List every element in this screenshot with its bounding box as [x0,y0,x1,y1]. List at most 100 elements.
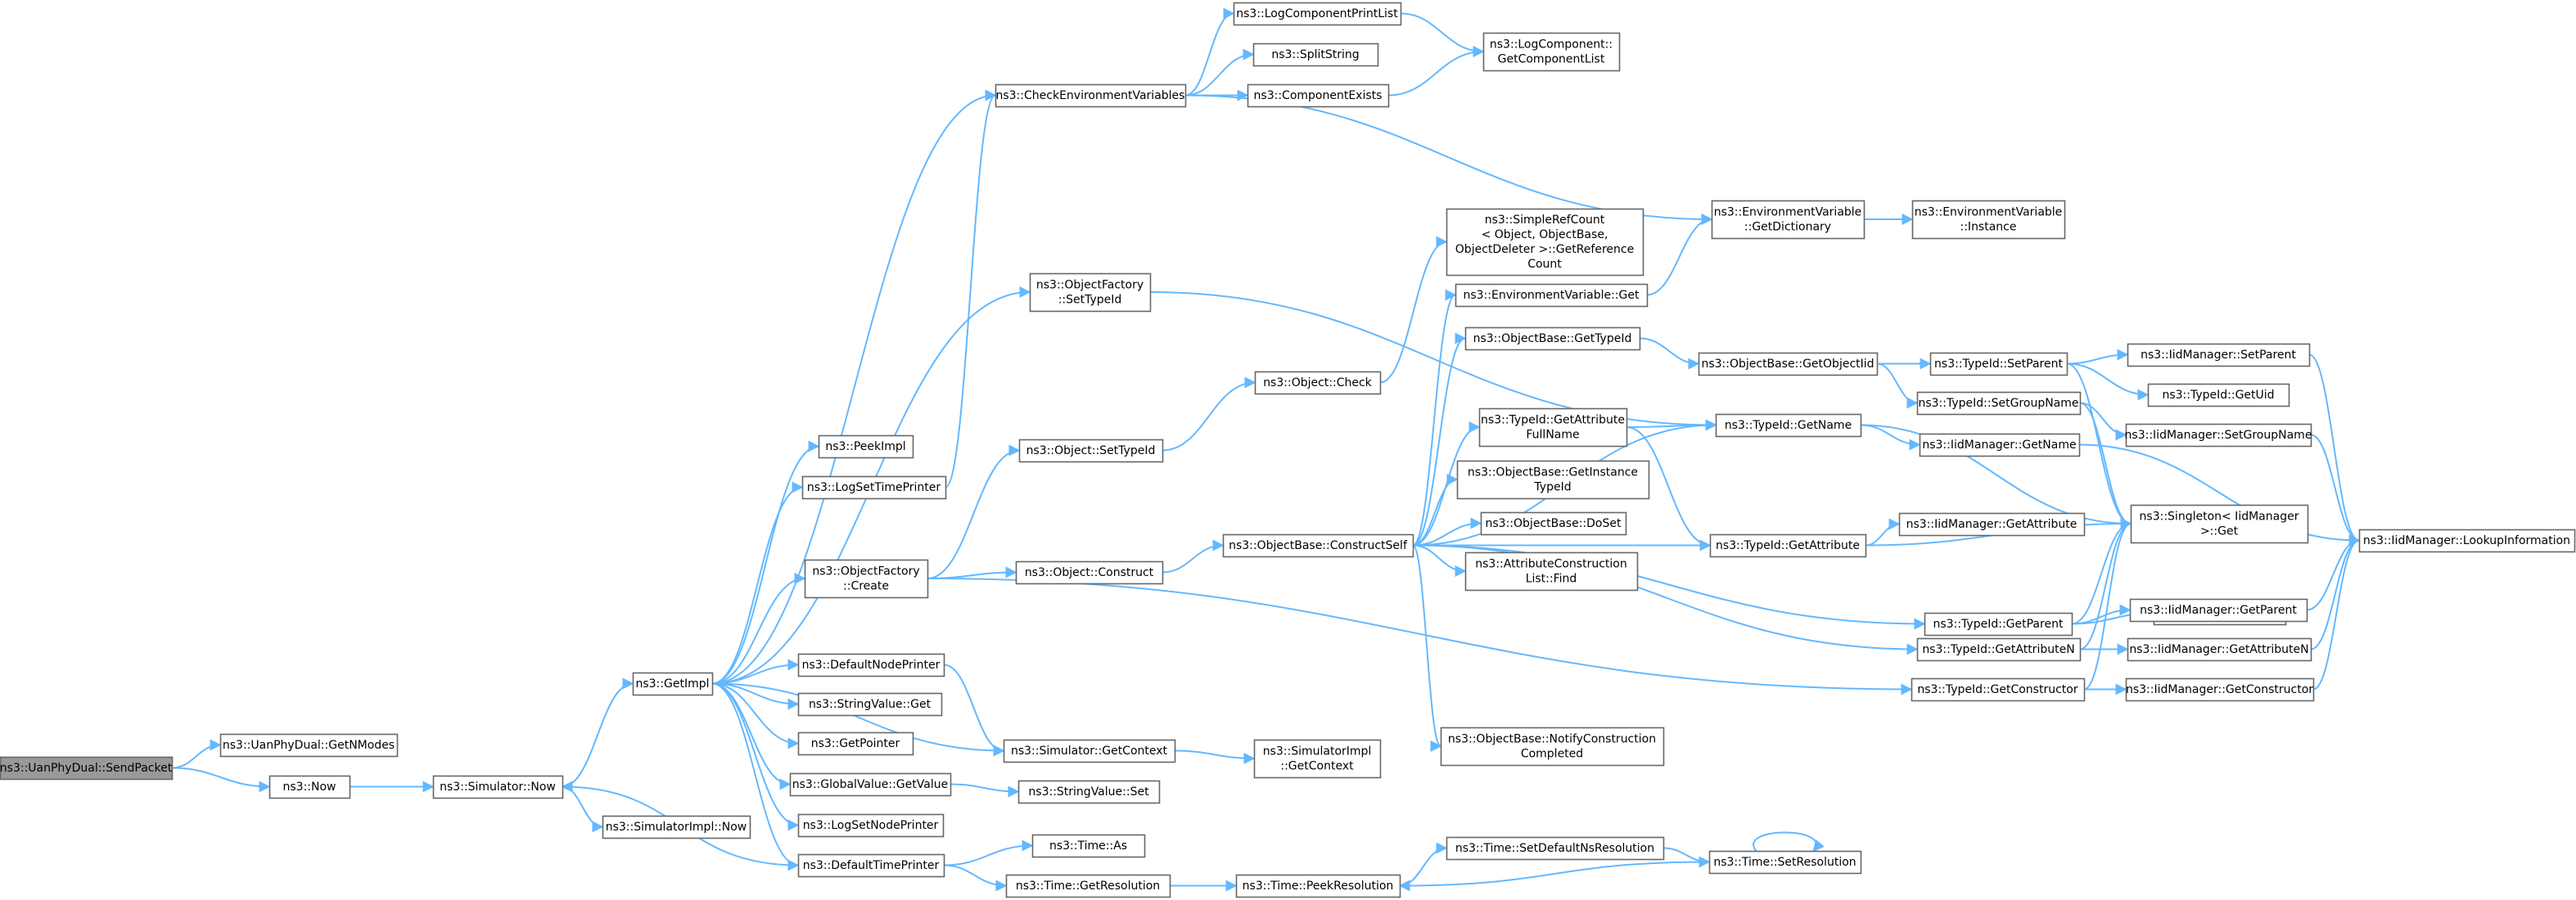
node-logsettimeprinter[interactable]: ns3::LogSetTimePrinter [801,475,947,500]
node-simnow[interactable]: ns3::Simulator::Now [432,775,564,799]
node-box [1253,739,1382,779]
node-label: ns3::Object::Construct [1025,566,1154,579]
node-getnmodes[interactable]: ns3::UanPhyDual::GetNModes [219,733,399,758]
node-box [2127,343,2311,367]
node-peekimpl[interactable]: ns3::PeekImpl [818,434,914,459]
node-iidgetparent[interactable]: ns3::IidManager::GetParent [2129,598,2308,623]
node-simgetcontext[interactable]: ns3::Simulator::GetContext [1003,739,1176,763]
node-objfactcreate[interactable]: ns3::ObjectFactory::Create [804,559,929,599]
edge-envvarget-to-envvargetdict [1646,214,1713,296]
edge-typeidgetparent-to-iidgetparent [2071,604,2132,625]
edge-getimpl-to-objfactcreate [711,573,806,685]
node-typeidgetconstructor[interactable]: ns3::TypeId::GetConstructor [1911,677,2086,702]
edge-simnow-to-getimpl [562,677,634,788]
node-defaulttimeprinter[interactable]: ns3::DefaultTimePrinter [797,853,945,878]
node-singletonget[interactable]: ns3::Singleton< IidManager>::Get [2130,504,2309,544]
node-getpointer[interactable]: ns3::GetPointer [797,731,914,756]
node-timeas[interactable]: ns3::Time::As [1031,834,1146,858]
node-typeidgetuid[interactable]: ns3::TypeId::GetUid [2147,383,2290,407]
node-envvarget[interactable]: ns3::EnvironmentVariable::Get [1455,283,1649,308]
node-iidlookup[interactable]: ns3::IidManager::LookupInformation [2358,529,2576,553]
edge-typeidgetconstructor-to-singletonget [2083,518,2132,691]
node-logsetnodeprinter[interactable]: ns3::LogSetNodePrinter [797,813,945,838]
node-typeidgetname[interactable]: ns3::TypeId::GetName [1715,413,1862,438]
node-label: ns3::LogSetTimePrinter [807,481,941,494]
node-objsettypeid[interactable]: ns3::Object::SetTypeId [1018,439,1164,463]
node-label: ns3::Simulator::Now [440,781,556,794]
node-typeidgetattribute[interactable]: ns3::TypeId::GetAttribute [1709,533,1867,558]
node-label: ns3::GetImpl [635,677,709,691]
node-iidgetname[interactable]: ns3::IidManager::GetName [1919,433,2081,457]
node-timesetdefns[interactable]: ns3::Time::SetDefaultNsResolution [1446,836,1665,861]
node-envvarinstance[interactable]: ns3::EnvironmentVariable::Instance [1911,200,2066,240]
node-getcomplist[interactable]: ns3::LogComponent::GetComponentList [1482,32,1621,72]
node-box [1464,551,1639,592]
node-label: ns3::ObjectBase::GetObjectIid [1701,358,1874,371]
node-timepeekres[interactable]: ns3::Time::PeekResolution [1235,874,1401,898]
node-defaultnodeprinter[interactable]: ns3::DefaultNodePrinter [797,653,945,677]
node-label: ns3::TypeId::GetUid [2162,389,2274,402]
node-label: TypeId [1533,481,1571,494]
node-box [2127,637,2312,662]
node-getimpl[interactable]: ns3::GetImpl [632,672,714,696]
node-logcompprintlist[interactable]: ns3::LogComponentPrintList [1233,2,1402,26]
node-timesetres[interactable]: ns3::Time::SetResolution [1708,850,1862,875]
node-objcheck[interactable]: ns3::Object::Check [1254,371,1382,395]
edge-objfactcreate-to-objsettypeid [927,444,1021,579]
edge-objfactcreate-to-typeidgetconstructor [927,578,1913,695]
node-splitstring[interactable]: ns3::SplitString [1252,43,1379,67]
edge-getimpl-to-checkenv [711,89,997,685]
node-stringvalueget[interactable]: ns3::StringValue::Get [797,692,943,717]
node-iidsetgroupname[interactable]: ns3::IidManager::SetGroupName [2125,423,2312,448]
node-box [789,772,952,797]
edge-getimpl-to-simgetcontext [711,682,1005,757]
node-checkenv[interactable]: ns3::CheckEnvironmentVariables [995,83,1187,108]
node-notifyconstr[interactable]: ns3::ObjectBase::NotifyConstructionCompl… [1440,727,1665,767]
node-compexists[interactable]: ns3::ComponentExists [1247,83,1390,108]
node-label: ns3::ObjectBase::ConstructSelf [1229,539,1408,552]
node-box [797,653,945,677]
node-constructself[interactable]: ns3::ObjectBase::ConstructSelf [1222,533,1414,558]
node-label: ns3::Now [283,781,336,794]
node-label: ns3::GlobalValue::GetValue [792,778,948,791]
node-simplerefcount[interactable]: ns3::SimpleRefCount< Object, ObjectBase,… [1446,208,1644,277]
node-iidgetattributen[interactable]: ns3::IidManager::GetAttributeN [2127,637,2312,662]
node-typeidsetparent[interactable]: ns3::TypeId::SetParent [1929,352,2068,376]
node-iidgetconstructor[interactable]: ns3::IidManager::GetConstructor [2125,677,2315,702]
node-simimplnow[interactable]: ns3::SimulatorImpl::Now [602,815,751,839]
node-doset[interactable]: ns3::ObjectBase::DoSet [1480,511,1627,536]
node-objfactsettypeid[interactable]: ns3::ObjectFactory::SetTypeId [1029,272,1152,313]
node-objconstruct[interactable]: ns3::Object::Construct [1015,560,1164,585]
node-now[interactable]: ns3::Now [268,775,351,799]
edge-iidsetparent-to-iidlookup [2308,353,2361,547]
node-label: ns3::ObjectFactory [1036,279,1144,292]
node-label: ns3::AttributeConstruction [1475,558,1626,571]
node-timegetres[interactable]: ns3::Time::GetResolution [1005,874,1171,898]
edge-timesetres-to-timepeekres [1398,861,1710,892]
node-box [1005,874,1171,898]
node-typeidsetgroupname[interactable]: ns3::TypeId::SetGroupName [1916,391,2082,416]
edge-constructself-to-attrconstrlistfind [1412,544,1467,577]
node-objbasegettypeid[interactable]: ns3::ObjectBase::GetTypeId [1464,326,1641,351]
node-stringvalueset[interactable]: ns3::StringValue::Set [1017,780,1161,804]
edge-globalvalueget-to-stringvalueset [950,783,1020,798]
node-typeidgetparent[interactable]: ns3::TypeId::GetParent [1924,612,2073,637]
node-box [2130,504,2309,544]
node-sendpacket[interactable]: ns3::UanPhyDual::SendPacket [0,756,174,781]
node-iidsetparent[interactable]: ns3::IidManager::SetParent [2127,343,2311,367]
edge-constructself-to-notifyconstr [1412,544,1442,752]
node-globalvalueget[interactable]: ns3::GlobalValue::GetValue [789,772,952,797]
node-label: ns3::Object::SetTypeId [1026,444,1156,457]
node-box [432,775,564,799]
node-box [602,815,751,839]
node-box [1929,352,2068,376]
node-simimplgetcontext[interactable]: ns3::SimulatorImpl::GetContext [1253,739,1382,779]
node-getobjectiid[interactable]: ns3::ObjectBase::GetObjectIid [1698,352,1879,376]
node-envvargetdict[interactable]: ns3::EnvironmentVariable::GetDictionary [1711,200,1865,240]
node-box [1003,739,1176,763]
node-iidgetattribute[interactable]: ns3::IidManager::GetAttribute [1898,512,2086,537]
node-typeidgetattributen[interactable]: ns3::TypeId::GetAttributeN [1916,637,2082,662]
